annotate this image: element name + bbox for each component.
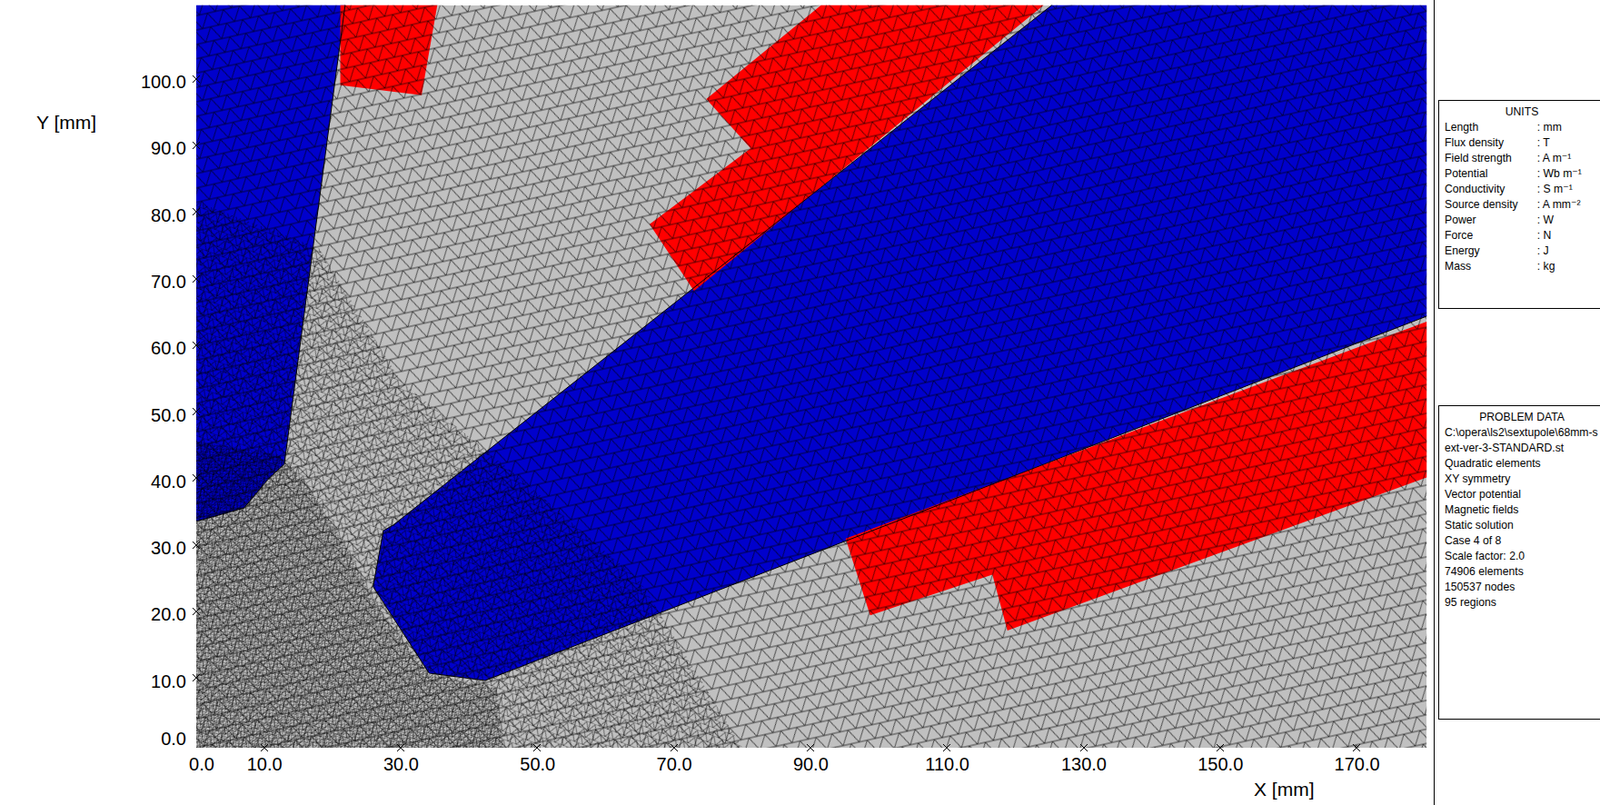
tick-label: 150.0 — [1197, 754, 1243, 775]
problem-data-box: PROBLEM DATAC:\opera\ls2\sextupole\68mm-… — [1438, 405, 1600, 720]
axis-marks — [192, 75, 1361, 752]
axis-title: X [mm] — [1253, 779, 1315, 800]
region-edge — [373, 5, 1428, 681]
units-box: UNITSLength: mmFlux density: TField stre… — [1438, 99, 1600, 309]
mesh — [196, 5, 1427, 748]
box-heading: UNITS — [1444, 104, 1600, 120]
data-line: Vector potential — [1444, 486, 1600, 503]
tick-label: 90.0 — [150, 138, 187, 159]
tick-label: 50.0 — [519, 754, 556, 775]
tick-label: 130.0 — [1061, 754, 1107, 775]
tick-label: 10.0 — [150, 671, 187, 692]
axis-title: Y [mm] — [36, 112, 97, 133]
units-table: Length: mmFlux density: TField strength:… — [1444, 119, 1600, 275]
quantity-name: Power — [1444, 212, 1536, 229]
data-line: Quadratic elements — [1444, 456, 1600, 472]
box-heading: PROBLEM DATA — [1444, 409, 1600, 426]
data-line: 95 regions — [1444, 595, 1600, 611]
tick-label: 30.0 — [383, 754, 419, 775]
tick-label: 30.0 — [150, 537, 187, 558]
tick-label: 80.0 — [150, 205, 187, 226]
tick-label: 70.0 — [150, 271, 187, 292]
tick-label: 0.0 — [160, 728, 187, 749]
tick-label: 0.0 — [188, 754, 215, 775]
quantity-name: Field strength — [1444, 150, 1536, 167]
tick-label: 50.0 — [150, 405, 187, 426]
region-edge — [196, 5, 346, 522]
unit-value: : J — [1537, 243, 1600, 259]
panel-divider — [1433, 0, 1435, 805]
quantity-name: Mass — [1444, 258, 1536, 275]
quantity-name: Conductivity — [1444, 181, 1536, 198]
mesh — [196, 5, 1427, 748]
air-region — [196, 5, 1427, 748]
unit-value: : W — [1537, 212, 1600, 229]
quantity-name: Source density — [1444, 197, 1536, 213]
quantity-name: Flux density — [1444, 135, 1536, 151]
data-line: Magnetic fields — [1444, 502, 1600, 518]
unit-value: : mm — [1537, 119, 1600, 136]
unit-value: : kg — [1537, 258, 1600, 275]
quantity-name: Potential — [1444, 166, 1536, 182]
mesh — [196, 5, 1427, 748]
tick-label: 10.0 — [247, 754, 283, 775]
unit-value: : A m⁻¹ — [1537, 150, 1600, 167]
data-line: 74906 elements — [1444, 564, 1600, 580]
data-line: 150537 nodes — [1444, 579, 1600, 596]
data-line: Static solution — [1444, 517, 1600, 534]
unit-value: : N — [1537, 228, 1600, 244]
tick-label: 110.0 — [924, 754, 970, 775]
data-line: Case 4 of 8 — [1444, 533, 1600, 549]
unit-value: : Wb m⁻¹ — [1537, 166, 1600, 182]
data-line: XY symmetry — [1444, 471, 1600, 487]
tick-label: 20.0 — [150, 604, 187, 625]
unit-value: : A mm⁻² — [1537, 197, 1600, 213]
data-line: Scale factor: 2.0 — [1444, 548, 1600, 565]
tick-label: 170.0 — [1334, 754, 1381, 775]
tick-label: 100.0 — [140, 71, 187, 92]
quantity-name: Length — [1444, 119, 1536, 136]
tick-label: 40.0 — [150, 471, 187, 492]
data-line: C:\opera\ls2\sextupole\68mm-sext-ver-3-S… — [1444, 425, 1600, 457]
tick-label: 90.0 — [793, 754, 829, 775]
unit-value: : S m⁻¹ — [1537, 181, 1600, 198]
quantity-name: Energy — [1444, 243, 1536, 259]
unit-value: : T — [1537, 135, 1600, 151]
quantity-name: Force — [1444, 228, 1536, 244]
tick-label: 70.0 — [656, 754, 693, 775]
tick-label: 60.0 — [150, 337, 187, 358]
